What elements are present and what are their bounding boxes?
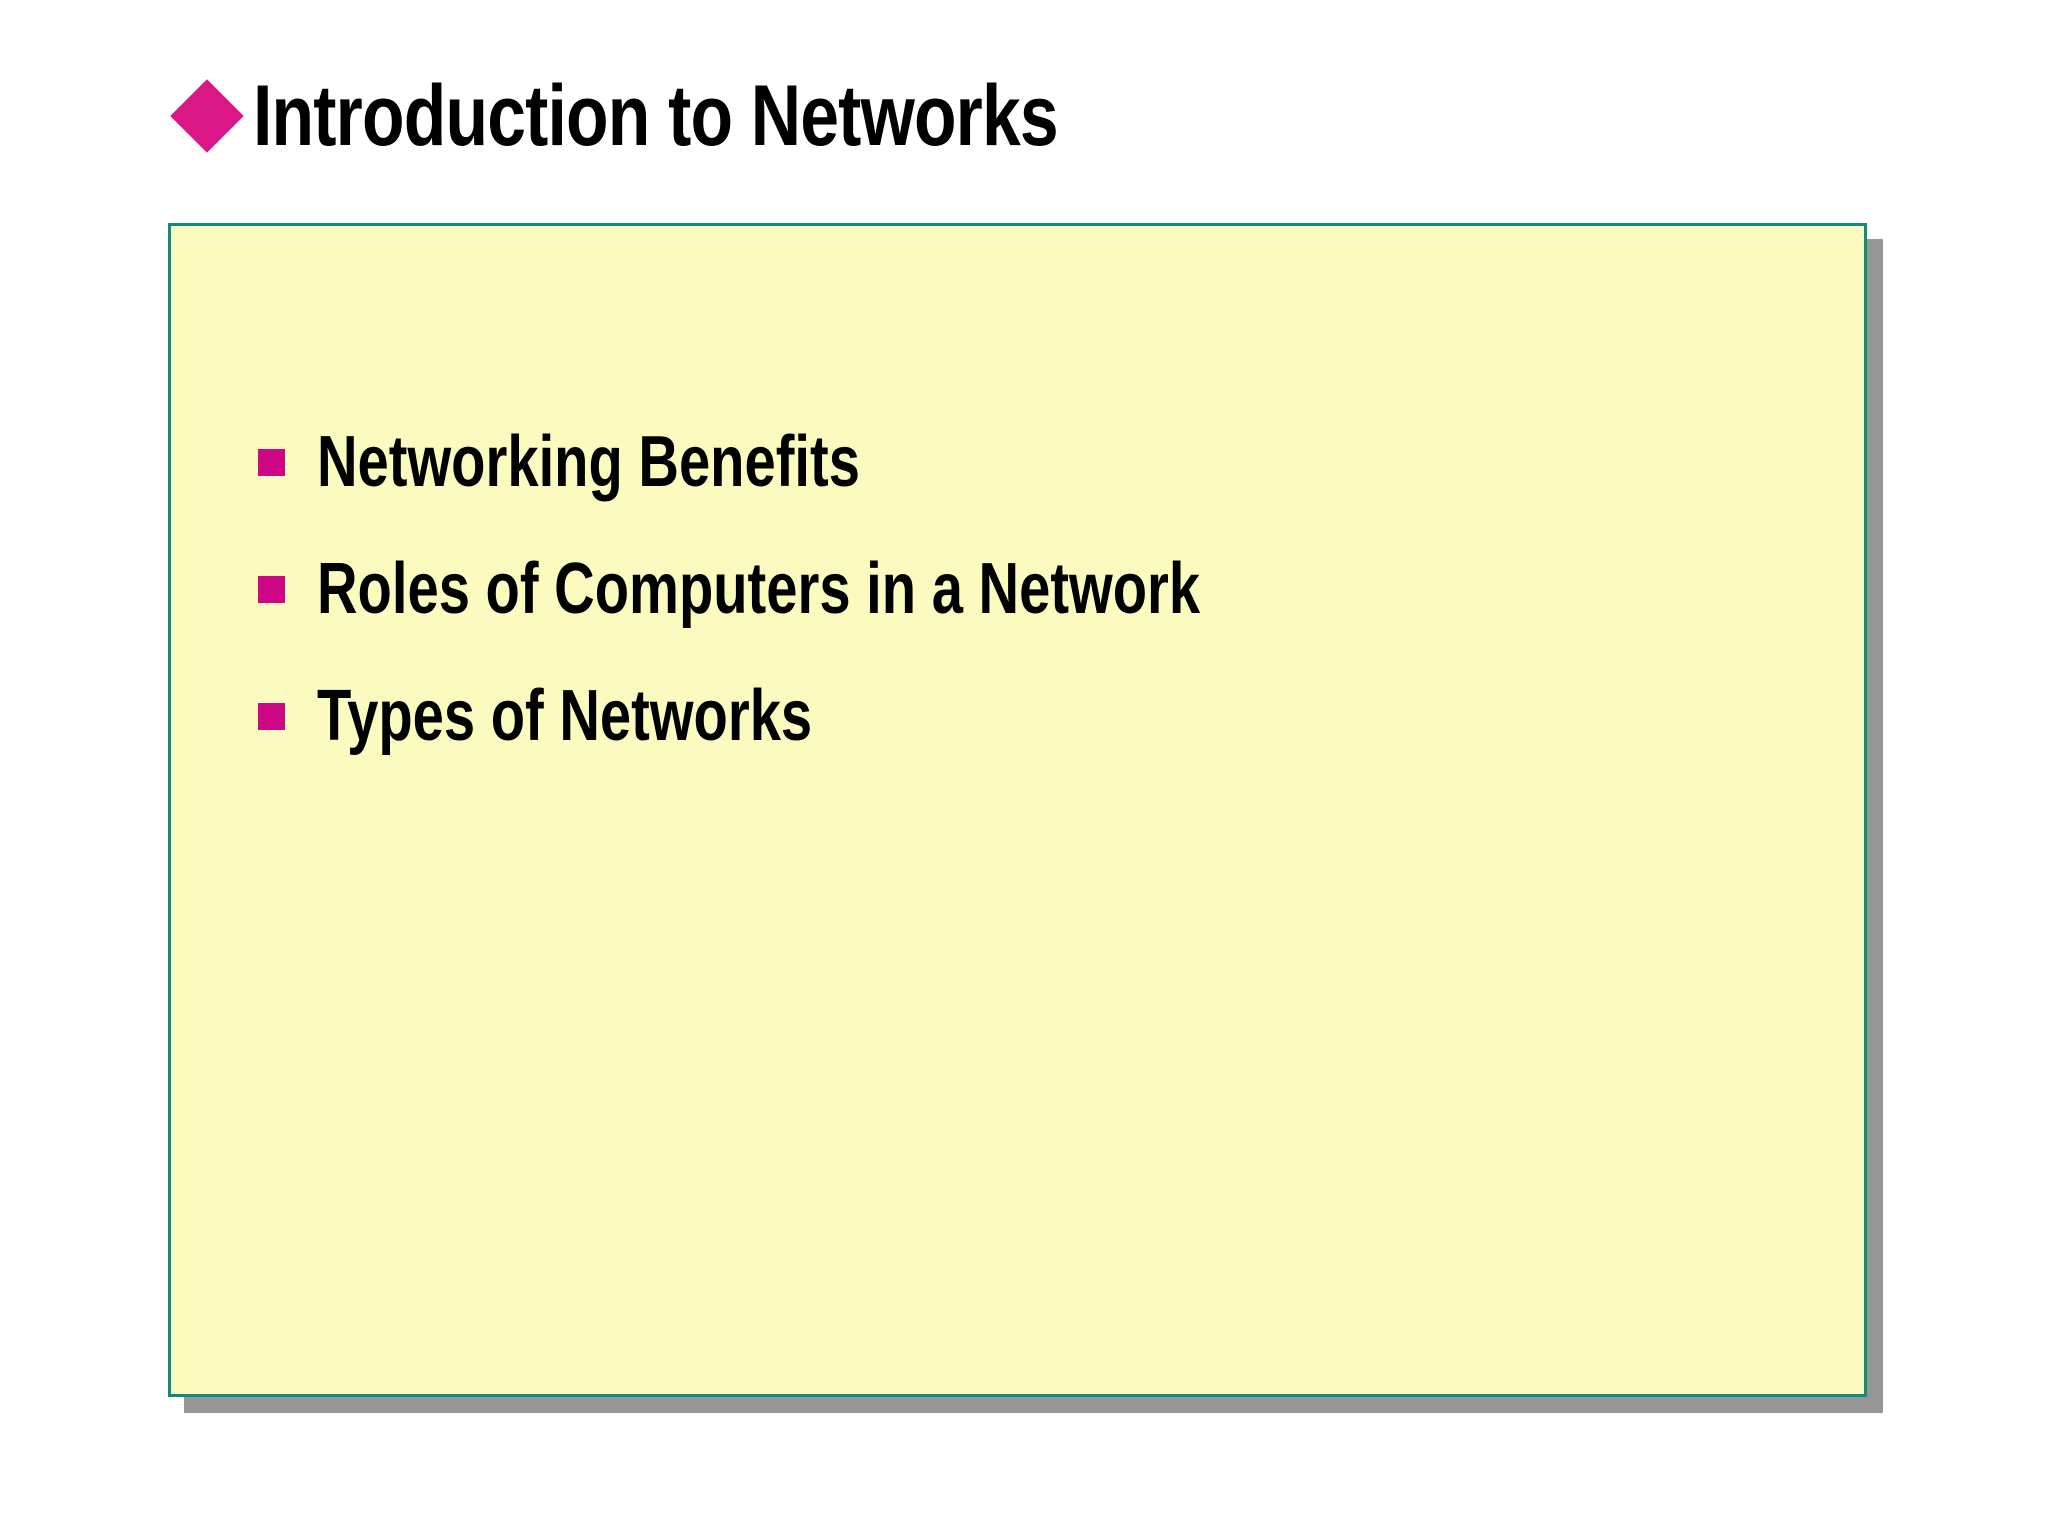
bullet-list: Networking Benefits Roles of Computers i…: [258, 423, 1834, 804]
bullet-item: Roles of Computers in a Network: [258, 550, 1834, 628]
square-bullet-icon: [258, 702, 285, 730]
bullet-item: Types of Networks: [258, 677, 1834, 755]
diamond-icon: [170, 79, 244, 153]
bullet-label: Roles of Computers in a Network: [317, 549, 1201, 629]
bullet-item: Networking Benefits: [258, 423, 1834, 501]
slide-title-row: Introduction to Networks: [170, 68, 1247, 164]
content-box: Networking Benefits Roles of Computers i…: [168, 223, 1867, 1397]
slide-title: Introduction to Networks: [253, 68, 1059, 164]
square-bullet-icon: [258, 448, 285, 476]
bullet-label: Types of Networks: [317, 676, 813, 756]
square-bullet-icon: [258, 575, 285, 603]
bullet-label: Networking Benefits: [317, 422, 860, 502]
